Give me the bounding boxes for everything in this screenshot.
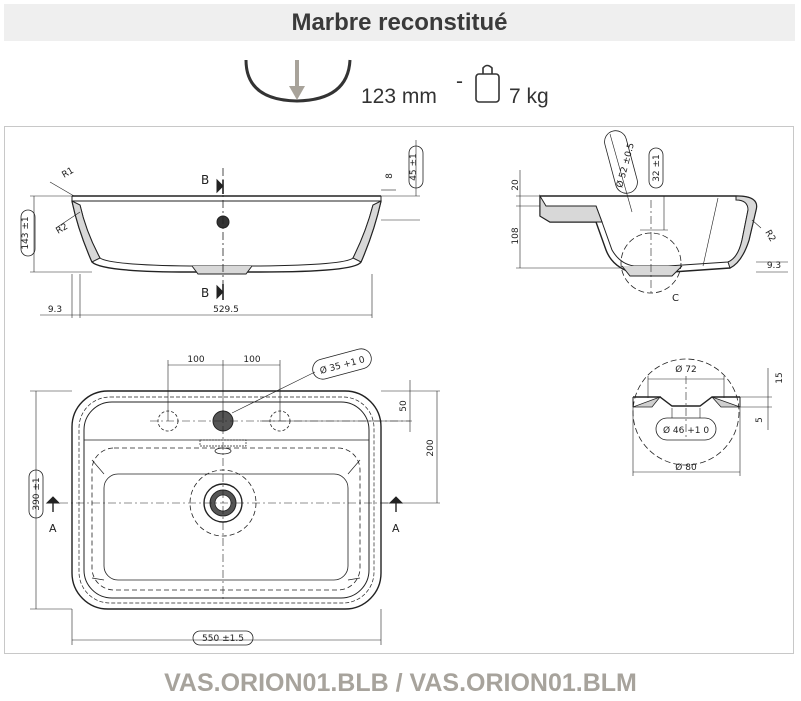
dim-15: 15 xyxy=(775,372,785,383)
dim-phi72: Ø 72 xyxy=(675,364,696,375)
page-title: Marbre reconstitué xyxy=(291,9,508,36)
section-label-b-bottom: B xyxy=(201,286,209,300)
detail-view-c xyxy=(632,358,772,476)
model-code: VAS.ORION01.BLB / VAS.ORION01.BLM xyxy=(164,669,637,697)
dim-phi46: Ø 46 +1 0 xyxy=(663,425,709,436)
technical-drawing: R1 R2 143 ±1 45 ±1 8 9.3 529.5 B B 20 10… xyxy=(20,130,788,646)
dim-32: 32 ±1 xyxy=(652,154,662,182)
depth-value: 123 mm xyxy=(361,85,437,108)
label-r2: R2 xyxy=(55,222,70,237)
top-plan-view xyxy=(28,348,440,646)
spec-separator: - xyxy=(456,70,463,93)
dim-phi35: Ø 35 +1 0 xyxy=(319,354,367,377)
section-view xyxy=(516,130,788,296)
dim-5: 5 xyxy=(755,417,765,423)
title-bar: Marbre reconstitué xyxy=(4,4,795,41)
weight-icon xyxy=(475,64,500,103)
dim-45: 45 ±1 xyxy=(409,153,419,181)
dim-100-left: 100 xyxy=(187,355,204,365)
dim-108: 108 xyxy=(511,227,521,244)
dim-20: 20 xyxy=(511,179,521,191)
section-label-a-left: A xyxy=(49,522,57,535)
dim-200: 200 xyxy=(426,439,436,456)
dim-100-right: 100 xyxy=(243,355,260,365)
label-r1: R1 xyxy=(61,166,76,181)
drawing-frame xyxy=(4,126,794,654)
dim-390: 390 ±1 xyxy=(32,477,42,510)
label-r2-section: R2 xyxy=(762,229,777,244)
detail-label-c: C xyxy=(672,293,679,304)
dim-9-3-section: 9.3 xyxy=(767,261,781,271)
basin-depth-arrow-icon xyxy=(244,59,352,103)
weight-value: 7 kg xyxy=(509,85,549,108)
side-elevation-view xyxy=(20,140,424,318)
dim-550: 550 ±1.5 xyxy=(202,634,244,644)
dim-8: 8 xyxy=(385,173,395,179)
dim-50: 50 xyxy=(399,400,409,412)
section-label-b-top: B xyxy=(201,173,209,187)
dim-9-3: 9.3 xyxy=(48,305,62,315)
section-label-a-right: A xyxy=(392,522,400,535)
dim-143: 143 ±1 xyxy=(21,216,31,249)
dim-phi80: Ø 80 xyxy=(675,462,697,473)
header-icons xyxy=(244,59,500,103)
dim-529-5: 529.5 xyxy=(213,305,239,315)
